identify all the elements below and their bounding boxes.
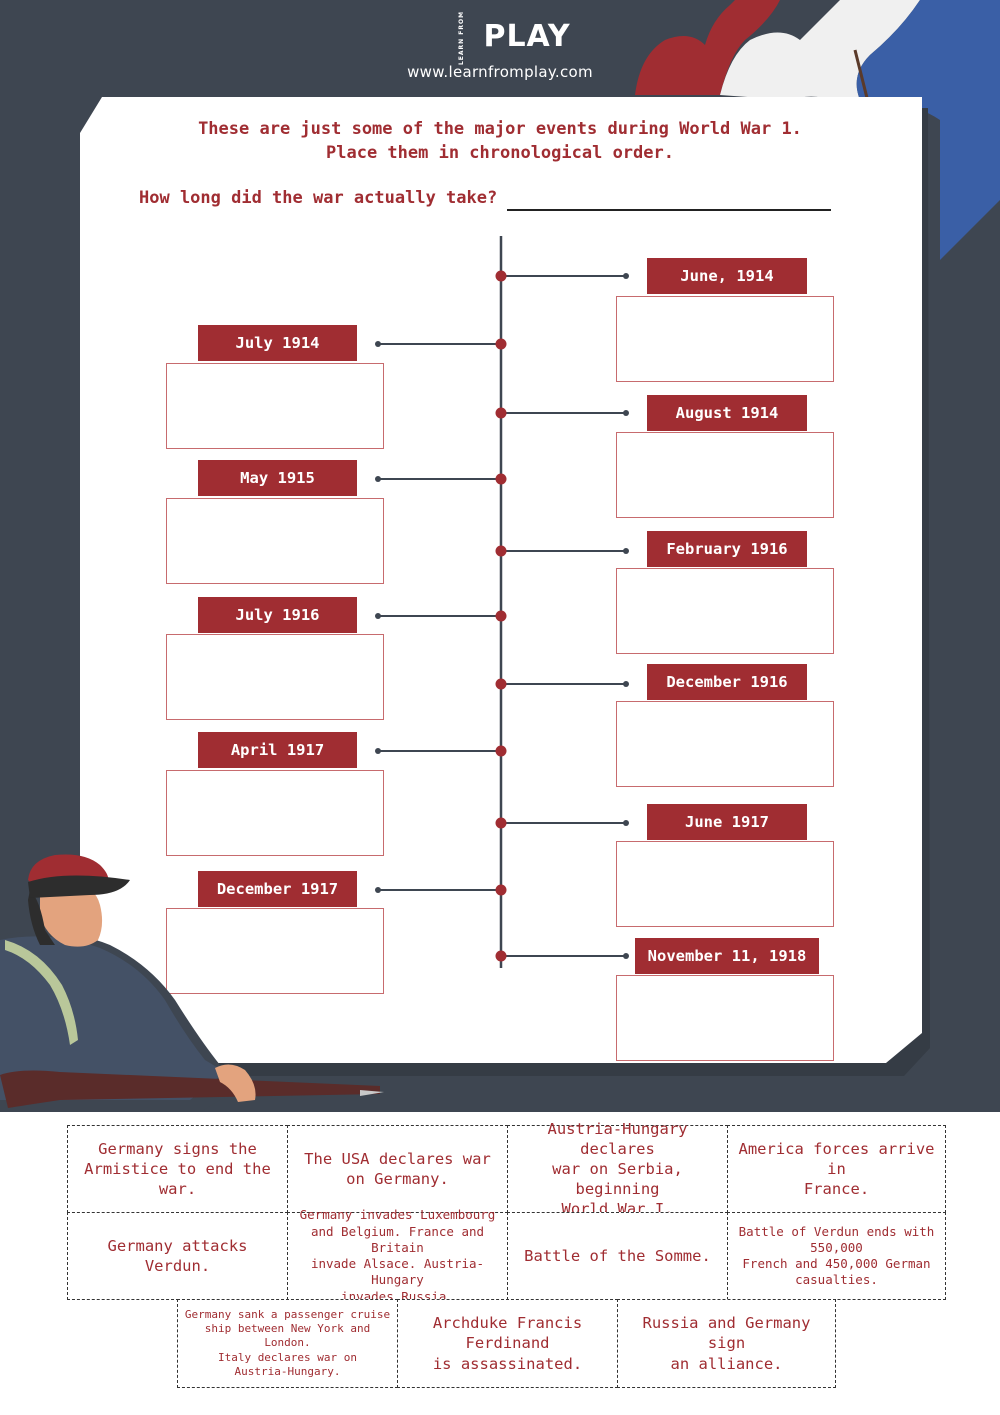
event-drop-box[interactable] [166,363,384,449]
event-card[interactable]: Battle of Verdun ends with 550,000 Frenc… [727,1212,946,1300]
date-label-right: August 1914 [647,395,807,431]
event-drop-box[interactable] [166,498,384,584]
event-card[interactable]: Battle of the Somme. [507,1212,728,1300]
event-drop-box[interactable] [166,770,384,856]
event-card[interactable]: Germany attacks Verdun. [67,1212,288,1300]
event-card-text: Austria-Hungary declares war on Serbia, … [547,1119,688,1219]
date-label-left: December 1917 [198,871,357,907]
event-card-text: Germany invades Luxembourg and Belgium. … [299,1207,496,1304]
site-url[interactable]: www.learnfromplay.com [407,62,593,81]
date-label-right: June 1917 [647,804,807,840]
event-cards-area: Germany signs the Armistice to end the w… [0,1112,1000,1415]
date-label-left: May 1915 [198,460,357,496]
event-drop-box[interactable] [166,908,384,994]
event-card-text: America forces arrive in France. [738,1139,935,1199]
event-card-text: Battle of Verdun ends with 550,000 Frenc… [738,1223,935,1288]
event-card-text: The USA declares war on Germany. [304,1149,491,1188]
event-card-text: Archduke Francis Ferdinand is assassinat… [432,1314,583,1373]
french-flag-illustration [635,0,1000,260]
event-card[interactable]: Germany sank a passenger cruise ship bet… [177,1299,398,1388]
event-drop-box[interactable] [616,841,834,927]
date-label-left: July 1916 [198,597,357,633]
soldier-illustration [0,854,384,1108]
event-card[interactable]: Germany invades Luxembourg and Belgium. … [287,1207,508,1304]
event-drop-box[interactable] [616,975,834,1061]
date-label-right: November 11, 1918 [635,938,819,974]
event-drop-box[interactable] [616,296,834,382]
date-label-left: April 1917 [198,732,357,768]
timeline-nodes [495,270,507,962]
event-card[interactable]: The USA declares war on Germany. [287,1125,508,1213]
connector-end-dots [375,273,629,959]
logo-text: PLAY [483,19,571,54]
event-card[interactable]: Austria-Hungary declares war on Serbia, … [507,1120,728,1218]
timeline [375,236,629,968]
event-card[interactable]: Russia and Germany sign an alliance. [617,1299,836,1388]
event-card-text: Germany sank a passenger cruise ship bet… [184,1307,391,1378]
event-drop-box[interactable] [616,432,834,518]
date-label-right: February 1916 [647,531,807,567]
date-label-right: June, 1914 [647,258,807,294]
event-card-text: Germany attacks Verdun. [107,1236,248,1275]
event-card[interactable]: Archduke Francis Ferdinand is assassinat… [397,1299,618,1388]
date-label-right: December 1916 [647,664,807,700]
answer-line[interactable] [507,209,831,211]
instruction-line-1: These are just some of the major events … [198,119,802,139]
timeline-connectors [378,275,626,957]
event-drop-box[interactable] [616,568,834,654]
event-card[interactable]: America forces arrive in France. [727,1125,946,1213]
date-label-left: July 1914 [198,325,357,361]
event-card-text: Battle of the Somme. [524,1246,711,1265]
duration-question: How long did the war actually take? [139,188,498,208]
instruction-line-2: Place them in chronological order. [326,143,674,163]
event-drop-box[interactable] [616,701,834,787]
event-card-text: Russia and Germany sign an alliance. [642,1314,811,1373]
event-drop-box[interactable] [166,634,384,720]
event-card-text: Germany signs the Armistice to end the w… [84,1139,271,1199]
event-card[interactable]: Germany signs the Armistice to end the w… [67,1125,288,1213]
